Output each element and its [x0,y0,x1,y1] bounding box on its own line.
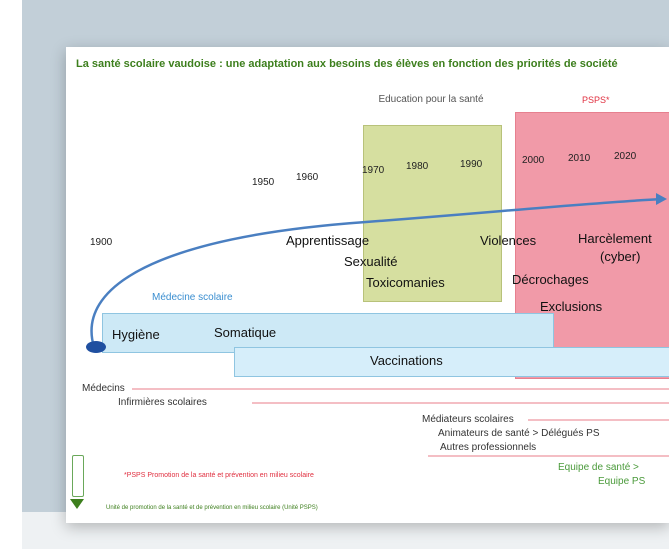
logo-arrow-icon [70,499,84,509]
hygiene-label: Hygiène [112,327,160,342]
psps-logo [70,455,84,511]
psps-footnote: *PSPS Promotion de la santé et préventio… [124,472,314,479]
topic-apprentissage: Apprentissage [286,233,370,248]
vaccinations-label: Vaccinations [370,353,443,368]
topic-harcelement-cyber: (cyber) [600,249,641,264]
timeline-arrow [86,193,667,353]
actor-infirmieres: Infirmières scolaires [118,397,207,408]
year-label: 2000 [522,155,545,166]
somatique-label: Somatique [214,325,277,340]
topic-decrochages: Décrochages [512,272,589,287]
year-label: 1990 [460,159,483,170]
slide-title: La santé scolaire vaudoise : une adaptat… [76,58,618,70]
topic-harcelement: Harcèlement [578,231,652,246]
slide: La santé scolaire vaudoise : une adaptat… [66,47,669,523]
year-label: 1960 [296,172,319,183]
actor-medecins: Médecins [82,383,125,394]
vaccinations-band [234,347,669,377]
actor-equipe-sante: Equipe de santé > [558,462,639,473]
bottom-note: Unité de promotion de la santé et de pré… [106,505,318,511]
topic-violences: Violences [480,233,537,248]
psps-header: PSPS* [582,95,610,105]
education-sante-header: Education pour la santé [378,94,484,105]
topic-toxicomanies: Toxicomanies [366,275,445,290]
year-label: 1900 [90,237,113,248]
topic-exclusions: Exclusions [540,299,603,314]
actor-animateurs: Animateurs de santé > Délégués PS [438,428,600,439]
actor-equipe-ps: Equipe PS [598,476,646,487]
topic-sexualite: Sexualité [344,254,398,269]
actor-lines [132,388,669,457]
actor-autres: Autres professionnels [440,442,537,453]
year-label: 2020 [614,151,637,162]
medecine-scolaire-band [102,313,554,353]
year-label: 2010 [568,153,591,164]
year-label: 1970 [362,165,385,176]
medecine-scolaire-label: Médecine scolaire [152,292,233,303]
year-label: 1980 [406,161,429,172]
actor-mediateurs: Médiateurs scolaires [422,414,514,425]
year-label: 1950 [252,177,275,188]
